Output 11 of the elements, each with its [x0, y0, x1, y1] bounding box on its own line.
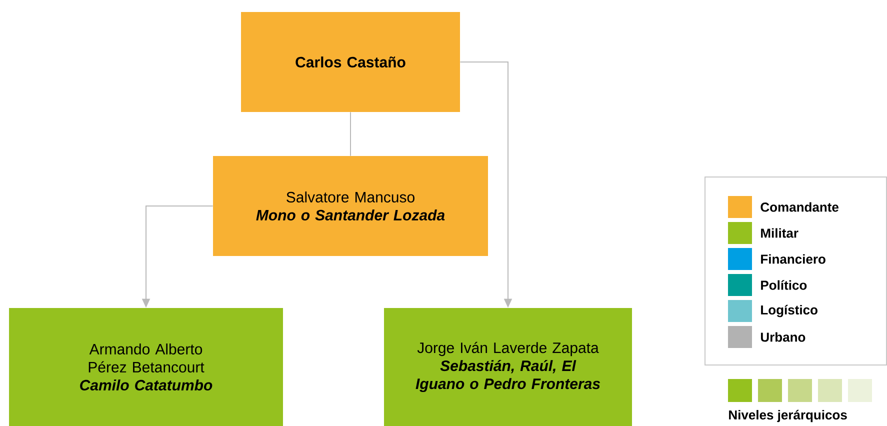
legend-label: Urbano	[760, 332, 806, 342]
legend-label: Comandante	[760, 202, 838, 212]
legend-label: Logístico	[761, 304, 818, 318]
legend-label: Militar	[761, 228, 798, 238]
name-box: Jorge Iván Laverde Zapata Sebastián, Raúl, El Iguano o Pedro Fronteras	[384, 308, 632, 426]
name-box: Armando Alberto Pérez Betancourt Camilo Catatumbo	[9, 308, 283, 426]
legend-label: Político	[761, 280, 807, 290]
name-box: Salvatore Mancuso Mono o Santander Lozada	[213, 156, 488, 256]
scale-label: Niveles jerárquicos	[729, 410, 847, 422]
legend-label: Financiero	[761, 254, 826, 264]
name-box: Carlos Castaño	[241, 12, 460, 112]
